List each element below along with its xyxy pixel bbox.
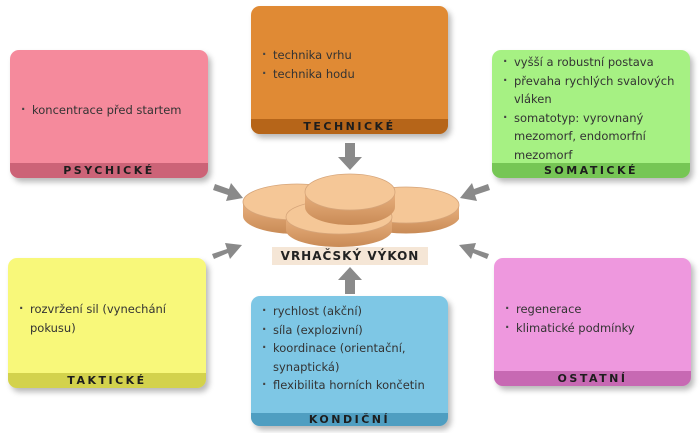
arrow-up-icon — [338, 267, 362, 294]
arrow-up-left-icon — [459, 243, 489, 259]
kondicni-list: rychlost (akční) síla (explozivní) koord… — [261, 301, 440, 395]
disc-top — [304, 173, 396, 225]
technicke-label: TECHNICKÉ — [251, 119, 448, 134]
kondicni-label: KONDIČNÍ — [251, 413, 448, 426]
list-item: rozvržení sil (vynechání pokusu) — [18, 299, 198, 337]
list-item: rychlost (akční) — [261, 301, 440, 321]
somaticke-list: vyšší a robustní postava převaha rychlýc… — [502, 52, 682, 165]
takticke-card: rozvržení sil (vynechání pokusu) TAKTICK… — [8, 258, 206, 388]
discs-graphic — [242, 173, 460, 247]
takticke-list: rozvržení sil (vynechání pokusu) — [18, 299, 198, 337]
ostatni-list: regenerace klimatické podmínky — [504, 299, 683, 338]
list-item: flexibilita horních končetin — [261, 375, 440, 395]
list-item: koordinace (orientační, synaptická) — [261, 338, 440, 376]
psychicke-card: koncentrace před startem PSYCHICKÉ — [10, 50, 208, 178]
takticke-label: TAKTICKÉ — [8, 373, 206, 388]
list-item: regenerace — [504, 299, 683, 319]
list-item: somatotyp: vyrovnaný mezomorf, endomorfn… — [502, 108, 682, 165]
list-item: klimatické podmínky — [504, 318, 683, 338]
arrow-up-right-icon — [212, 243, 242, 259]
psychicke-list: koncentrace před startem — [20, 100, 200, 120]
technicke-card: technika vrhu technika hodu TECHNICKÉ — [251, 6, 448, 134]
kondicni-card: rychlost (akční) síla (explozivní) koord… — [251, 296, 448, 426]
arrow-down-right-icon — [213, 183, 243, 201]
center-label: VRHAČSKÝ VÝKON — [272, 247, 428, 265]
psychicke-label: PSYCHICKÉ — [10, 163, 208, 178]
list-item: převaha rychlých svalových vláken — [502, 71, 682, 109]
arrow-down-left-icon — [460, 183, 490, 201]
somaticke-label: SOMATICKÉ — [492, 163, 690, 178]
ostatni-card: regenerace klimatické podmínky OSTATNÍ — [494, 258, 691, 386]
arrow-down-icon — [338, 143, 362, 170]
list-item: vyšší a robustní postava — [502, 52, 682, 72]
list-item: technika hodu — [261, 64, 440, 84]
ostatni-label: OSTATNÍ — [494, 371, 691, 386]
list-item: technika vrhu — [261, 45, 440, 65]
list-item: síla (explozivní) — [261, 320, 440, 340]
list-item: koncentrace před startem — [20, 100, 200, 120]
somaticke-card: vyšší a robustní postava převaha rychlýc… — [492, 50, 690, 178]
technicke-list: technika vrhu technika hodu — [261, 45, 440, 84]
